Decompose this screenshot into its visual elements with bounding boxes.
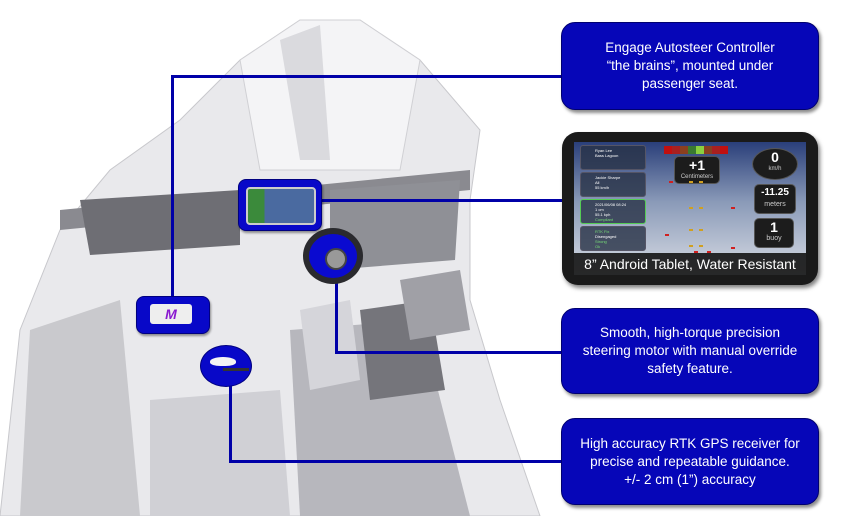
buoy-unit: buoy (766, 235, 782, 242)
offset-bar (664, 146, 728, 154)
card-line: 55.1 kph (595, 212, 611, 217)
controller-logo: M (150, 304, 192, 324)
offset-value: +1 (689, 157, 705, 173)
card-line: 55 km/h (595, 185, 610, 190)
card-line: 2021/06/08 08:24 (595, 202, 627, 207)
controller-callout-text: Engage Autosteer Controller “the brains”… (605, 40, 775, 91)
card-line: 1 cm (595, 207, 604, 212)
gps-connector-vertical (229, 384, 232, 463)
speed-value: 0 (771, 149, 779, 165)
buoy-value: 1 (770, 219, 778, 235)
distance-value: -11.25 (761, 187, 789, 198)
card-line: Disengaged (595, 234, 617, 239)
tablet-caption: 8” Android Tablet, Water Resistant (574, 253, 806, 275)
steering-motor-callout-text: Smooth, high-torque precision steering m… (582, 325, 798, 376)
speed-unit: km/h (768, 166, 782, 172)
gps-connector (229, 460, 561, 463)
controller-connector (171, 75, 561, 78)
course-map (665, 181, 735, 253)
distance-indicator: -11.25 meters (754, 184, 796, 214)
card-line: Ok (595, 244, 601, 249)
motor-connector (335, 351, 561, 354)
distance-unit: meters (764, 201, 786, 208)
gps-receiver-highlight (200, 345, 252, 387)
controller-connector-vertical (171, 75, 174, 297)
gps-antenna-icon (210, 357, 236, 366)
steering-wheel (303, 228, 363, 284)
card-line: Strong (595, 239, 607, 244)
steering-motor-callout: Smooth, high-torque precision steering m… (561, 308, 819, 394)
card-line: Jackie Sharpe (595, 175, 621, 180)
card-line: RTK Fix (595, 229, 610, 234)
card-line: All (595, 180, 600, 185)
gps-callout: High accuracy RTK GPS receiver for preci… (561, 418, 819, 505)
controller-highlight: M (136, 296, 210, 334)
tablet-thumbnail (246, 187, 316, 225)
controller-callout: Engage Autosteer Controller “the brains”… (561, 22, 819, 110)
motor-connector-vertical (335, 270, 338, 354)
tablet-connector (318, 199, 562, 202)
card-line: Compliant (595, 217, 614, 222)
card-line: Ryan Lee (595, 148, 613, 153)
tablet-mount-highlight (238, 179, 322, 231)
gps-mount-arm (223, 368, 249, 371)
offset-unit: Centimeters (680, 174, 714, 180)
card-line: Bass Lagoon (595, 153, 619, 158)
steering-hub (325, 248, 347, 270)
gps-callout-text: High accuracy RTK GPS receiver for preci… (580, 435, 800, 487)
